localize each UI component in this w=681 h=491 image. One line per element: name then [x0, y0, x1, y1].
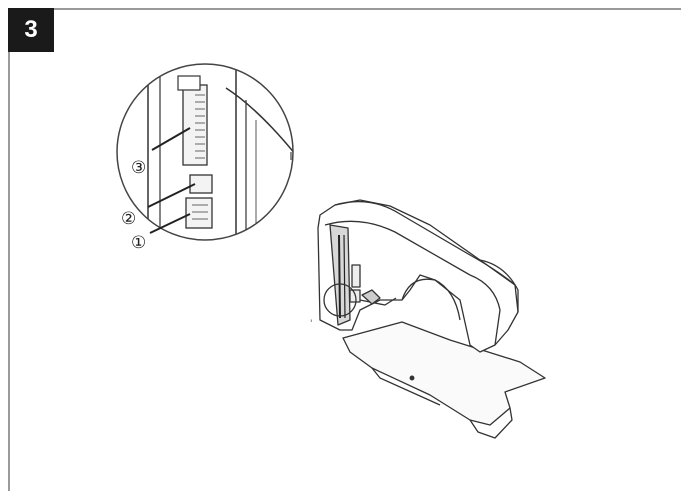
step-number-badge: 3	[8, 8, 54, 52]
zoom-detail	[117, 64, 293, 240]
step-number: 3	[24, 16, 38, 43]
svg-text:': '	[310, 319, 312, 329]
callout-2: ②	[121, 209, 137, 229]
callout-1: ①	[131, 233, 147, 253]
callout-3: ③	[131, 158, 147, 178]
page-frame	[8, 8, 681, 491]
